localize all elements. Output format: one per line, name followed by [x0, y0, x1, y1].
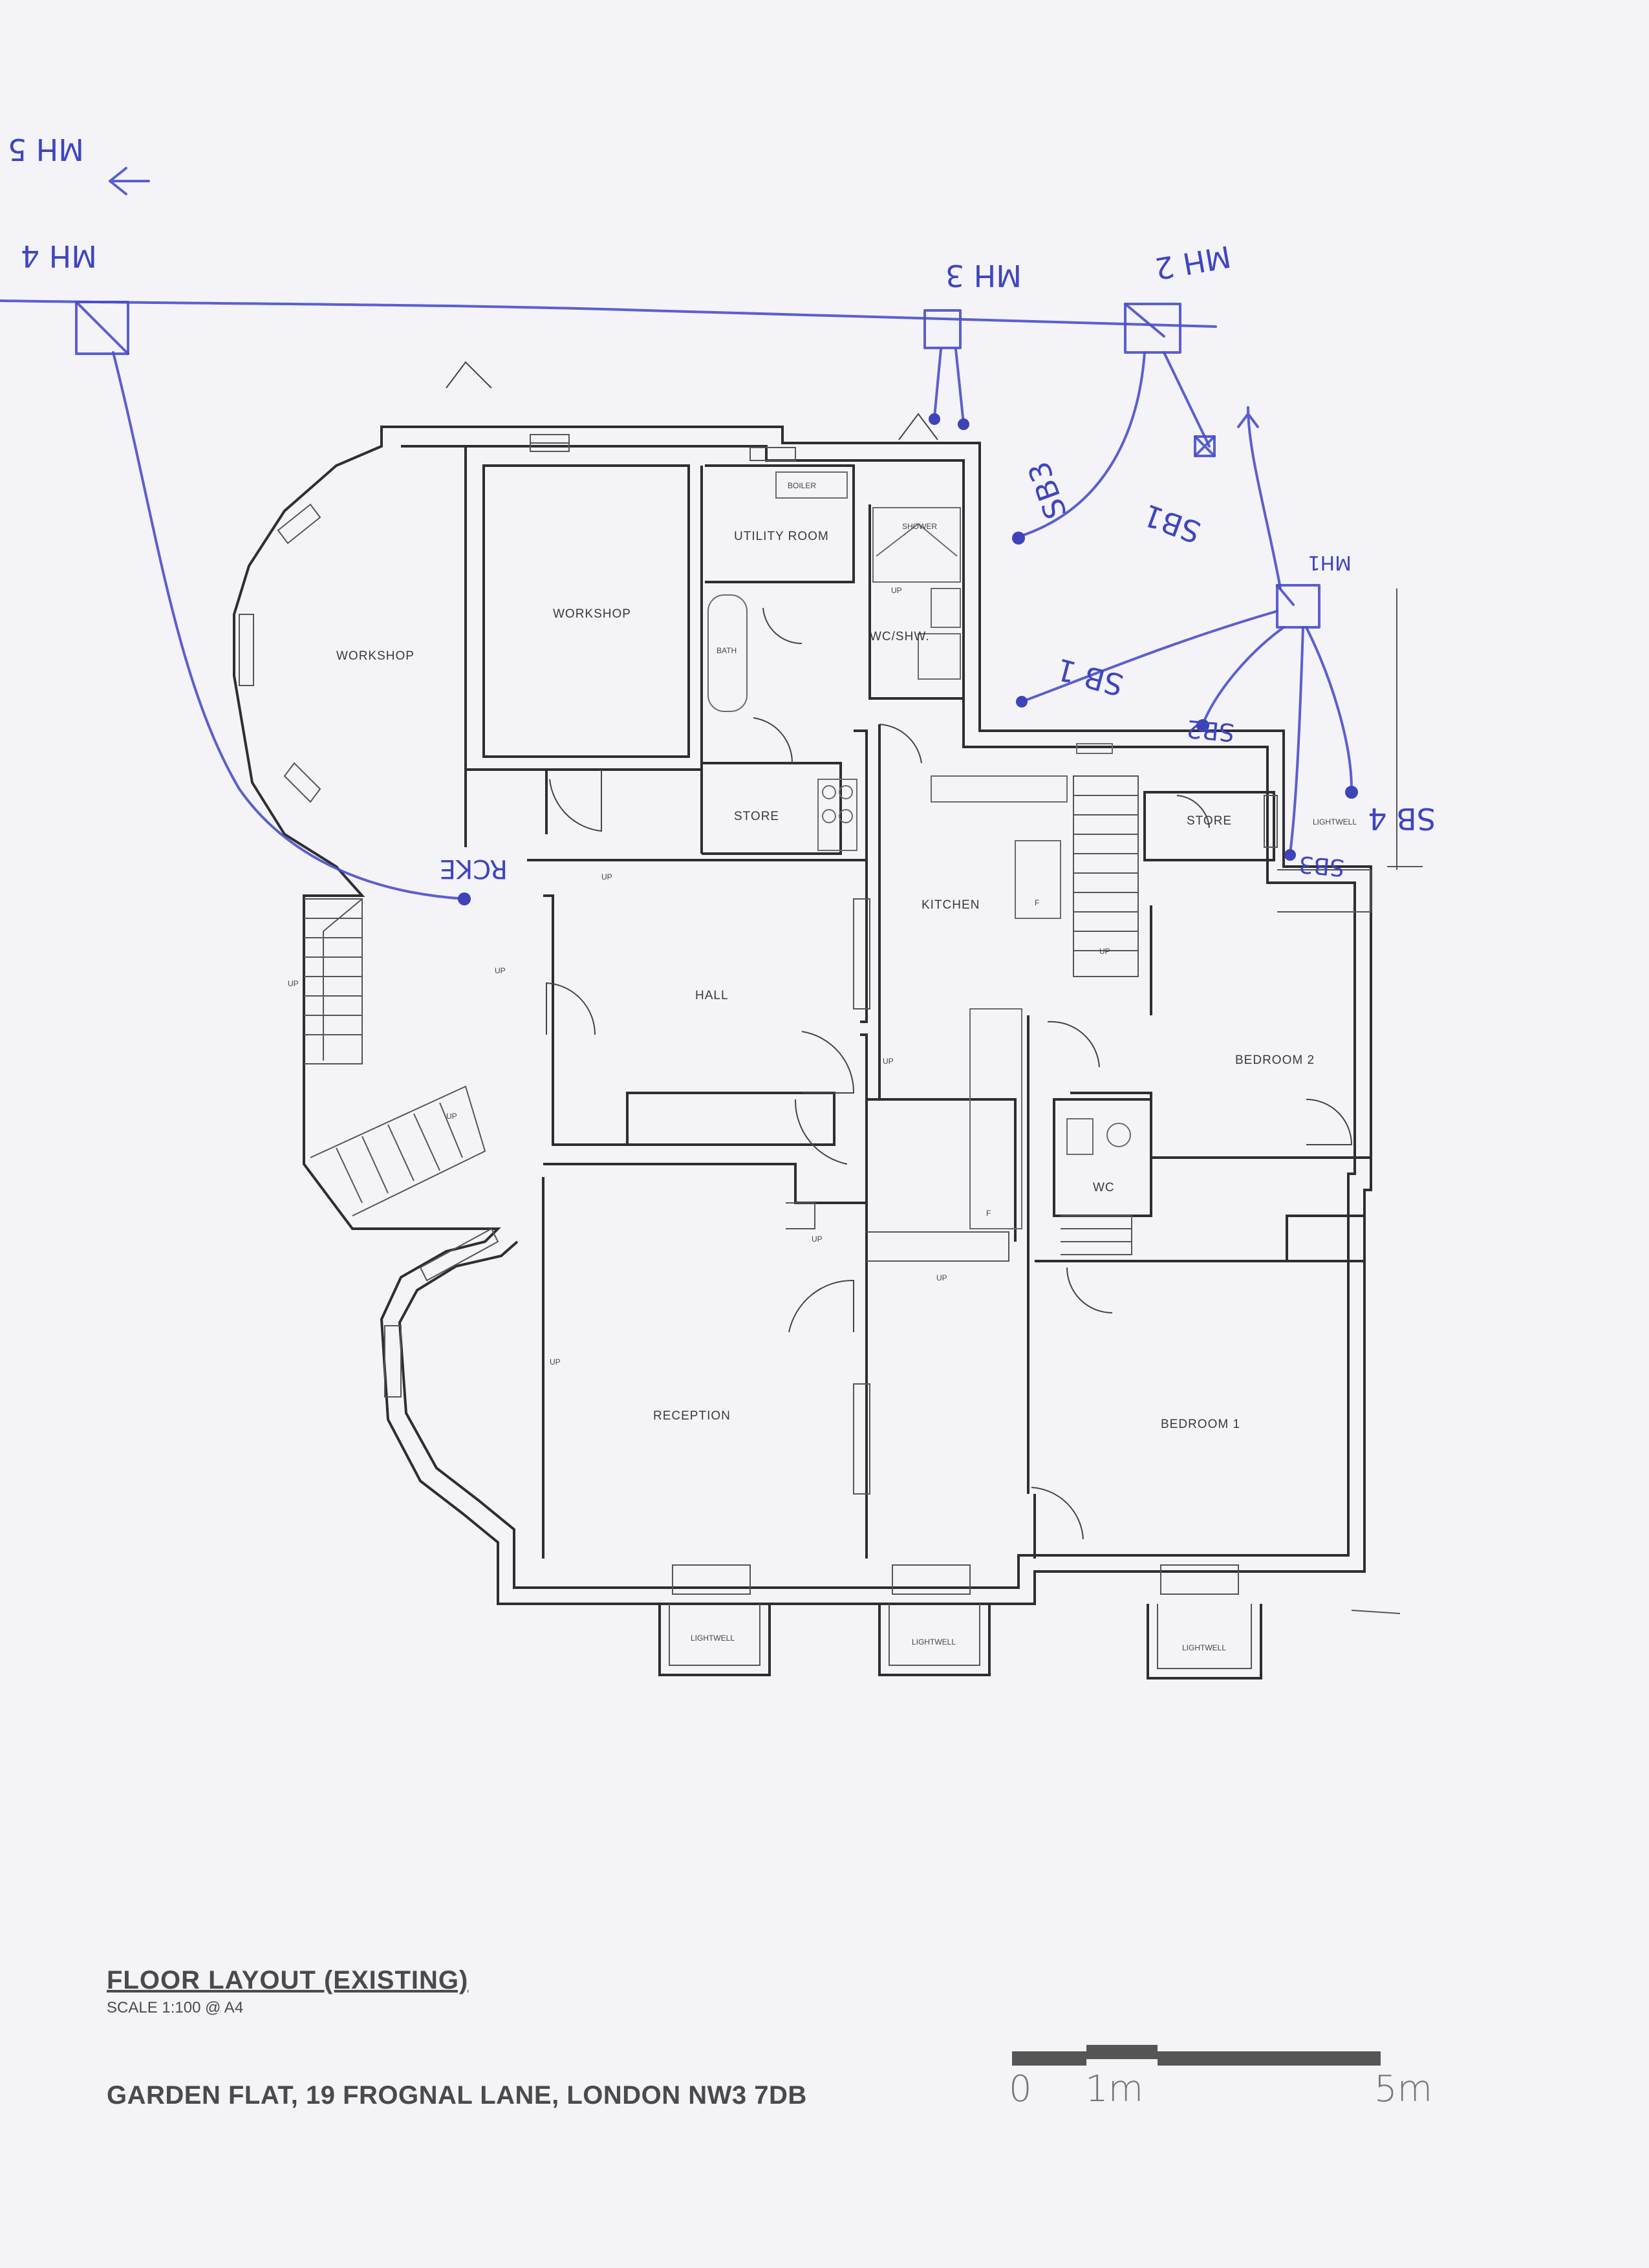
label-up-reception: UP	[812, 1235, 823, 1244]
label-up-stair: UP	[288, 979, 299, 988]
scale-label-5m: 5m	[1374, 2068, 1433, 2110]
note-sb-2: SB2	[1185, 715, 1236, 747]
note-sb1: SB1	[1139, 497, 1205, 550]
label-lightwell-top: LIGHTWELL	[1313, 817, 1357, 826]
bath-tub	[707, 594, 748, 712]
stairs	[304, 775, 1139, 1262]
title-block: FLOOR LAYOUT (EXISTING) SCALE 1:100 @ A4	[107, 1966, 468, 2017]
note-sb-1: SB 1	[1053, 651, 1127, 702]
mh2-box	[1124, 303, 1181, 354]
boiler-box	[775, 471, 848, 499]
label-f-1: F	[1035, 898, 1039, 907]
mh3-box	[923, 309, 962, 349]
drain-up-arrow	[1237, 406, 1282, 590]
mh4-box	[75, 301, 129, 355]
label-bedroom-2: BEDROOM 2	[1235, 1053, 1315, 1067]
drain-lightwell	[1289, 626, 1304, 855]
lightwells	[658, 589, 1423, 1679]
fixtures	[707, 471, 1131, 1229]
note-mh4: MH 4	[21, 239, 97, 274]
mh1-box	[1276, 584, 1320, 629]
label-wc: WC	[1093, 1181, 1115, 1194]
label-up-corridor: UP	[601, 872, 612, 881]
doors	[446, 361, 1353, 1540]
label-up-reception-2: UP	[550, 1357, 561, 1366]
label-up-hall: UP	[495, 966, 506, 975]
note-mh5: MH 5	[8, 132, 84, 167]
note-sb3: SB3	[1021, 457, 1074, 524]
label-f-2: F	[986, 1209, 991, 1218]
hob	[817, 779, 857, 851]
label-workshop-left: WORKSHOP	[336, 649, 415, 663]
label-workshop-right: WORKSHOP	[553, 607, 631, 621]
exterior-walls	[233, 426, 1372, 1605]
label-store-left: STORE	[734, 810, 779, 823]
label-lightwell-2: LIGHTWELL	[912, 1637, 956, 1647]
label-reception: RECEPTION	[653, 1409, 731, 1423]
scale-bar: 0 1m 5m	[1009, 2037, 1432, 2110]
label-shower: SHOWER	[902, 522, 937, 531]
drain-sb3	[1017, 351, 1146, 538]
drawing-scale: SCALE 1:100 @ A4	[107, 1999, 244, 2016]
label-utility-room: UTILITY ROOM	[734, 530, 829, 543]
label-lightwell-3: LIGHTWELL	[1182, 1643, 1226, 1652]
note-sb-4: SB 4	[1368, 801, 1436, 836]
label-boiler: BOILER	[788, 481, 816, 490]
wc-toilet	[1106, 1123, 1131, 1147]
label-up-passage: UP	[936, 1273, 947, 1282]
drain-rcke	[112, 351, 467, 900]
label-up-kitchen: UP	[883, 1057, 894, 1066]
drain-sb-2	[1202, 626, 1285, 726]
drawing-title: FLOOR LAYOUT (EXISTING)	[107, 1966, 469, 1994]
drain-sb-4	[1305, 626, 1353, 790]
shower-tray	[872, 507, 961, 583]
label-up-stair-3: UP	[1099, 947, 1110, 956]
label-kitchen: KITCHEN	[921, 898, 980, 912]
scale-label-1m: 1m	[1085, 2068, 1144, 2110]
label-up-stair-2: UP	[446, 1112, 457, 1121]
property-address: GARDEN FLAT, 19 FROGNAL LANE, LONDON NW3…	[107, 2081, 807, 2110]
note-sb-lightwell: SB3	[1298, 850, 1346, 881]
note-mh1: MH1	[1308, 551, 1352, 574]
label-up-shower: UP	[891, 586, 902, 595]
drainage-sketch: MH 4 MH 5 MH 3 MH 2 MH1 SB1 SB3 SB 1 SB2…	[0, 132, 1436, 905]
drain-main-line	[0, 299, 1217, 328]
label-hall: HALL	[695, 989, 729, 1002]
label-bath: BATH	[717, 646, 737, 655]
sb1-box	[1194, 435, 1216, 457]
wc-basin	[1066, 1118, 1094, 1155]
room-labels: WORKSHOP WORKSHOP UTILITY ROOM BOILER SH…	[288, 481, 1357, 1652]
basin	[918, 633, 961, 680]
label-store-right: STORE	[1187, 814, 1232, 828]
note-rcke: RCKE	[440, 854, 508, 883]
windows	[239, 434, 1278, 1595]
note-mh2: MH 2	[1152, 239, 1234, 286]
scale-bar-graphic	[1012, 2045, 1381, 2066]
arrow-to-mh5	[109, 167, 150, 195]
scale-label-0: 0	[1009, 2068, 1032, 2110]
label-lightwell-1: LIGHTWELL	[691, 1634, 735, 1643]
note-mh3: MH 3	[945, 258, 1022, 293]
label-wc-shw: WC/SHW.	[870, 630, 930, 643]
toilet	[931, 588, 961, 628]
label-bedroom-1: BEDROOM 1	[1161, 1418, 1240, 1431]
drain-sb-1	[1020, 610, 1278, 703]
